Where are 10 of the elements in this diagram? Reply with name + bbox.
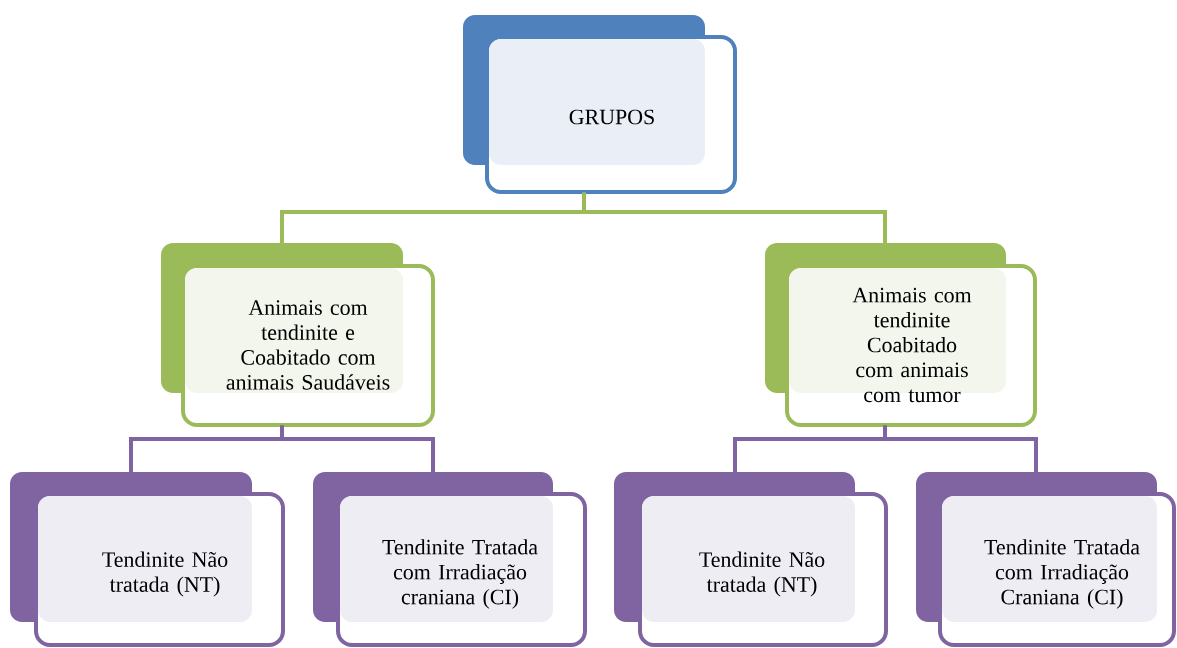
node-card: Tendinite Não tratada (NT): [10, 472, 285, 647]
node-card: Tendinite Não tratada (NT): [614, 472, 888, 647]
node-card: Animais com tendinite e Coabitado com animais Saudáveis: [161, 243, 435, 427]
node-card: Tendinite Tratada com Irradiação craniana (CI): [313, 472, 587, 647]
connector-line: [883, 425, 1038, 472]
node-card: GRUPOS: [463, 15, 737, 194]
node-card: Animais com tendinite Coabitado com animais com tumor: [765, 243, 1037, 427]
connector-line: [280, 425, 435, 472]
node-card: Tendinite Tratada com Irradiação Craniana (CI): [916, 472, 1176, 647]
connector-line: [582, 192, 887, 243]
